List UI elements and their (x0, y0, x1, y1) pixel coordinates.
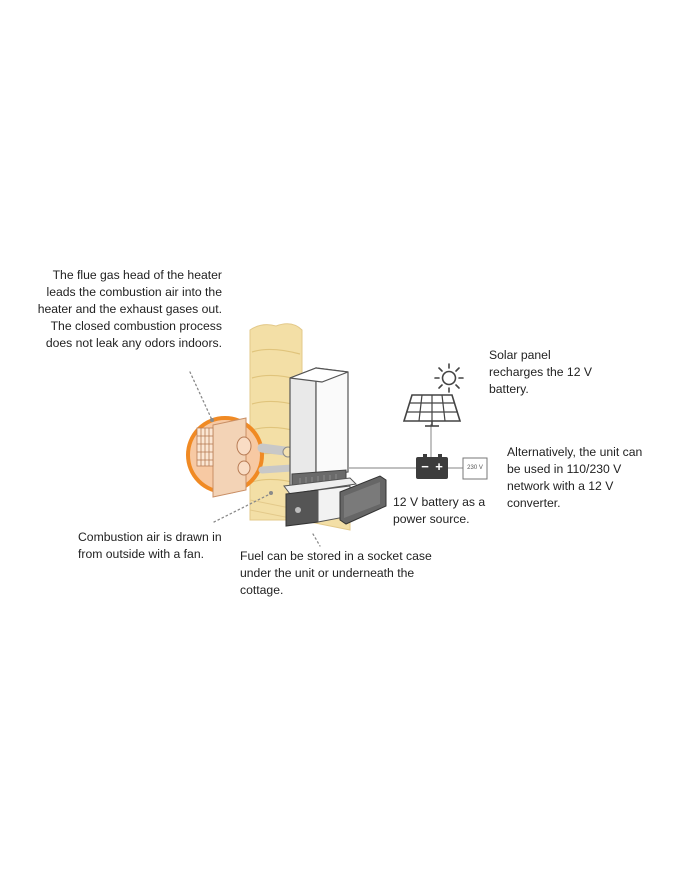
power-wiring (348, 424, 463, 469)
converter-label: 230 V (467, 465, 483, 471)
combustion-air-caption: Combustion air is drawn in from outside … (78, 529, 258, 563)
caption-line: battery. (489, 382, 529, 396)
caption-line: leads the combustion air into the (46, 285, 222, 299)
caption-line: 12 V battery as a (393, 495, 486, 509)
battery-icon (416, 454, 448, 479)
leader-lines (189, 371, 321, 547)
caption-line: does not leak any odors indoors. (45, 336, 222, 350)
heater-unit-illustration (283, 367, 358, 495)
caption-line: power source. (393, 512, 470, 526)
converter-caption: Alternatively, the unit can be used in 1… (507, 444, 667, 512)
flue-gas-head-highlight (186, 416, 264, 498)
caption-line: heater and the exhaust gases out. (37, 302, 222, 316)
caption-line: from outside with a fan. (78, 547, 204, 561)
caption-line: under the unit or underneath the (240, 566, 415, 580)
solar-panel-caption: Solar panel recharges the 12 V battery. (489, 347, 619, 398)
caption-line: network with a 12 V (507, 479, 614, 493)
caption-line: Fuel can be stored in a socket case (240, 549, 432, 563)
caption-line: converter. (507, 496, 561, 510)
caption-line: Alternatively, the unit can (507, 445, 643, 459)
sun-icon (434, 363, 464, 393)
caption-line: recharges the 12 V (489, 365, 592, 379)
battery-caption: 12 V battery as a power source. (393, 494, 503, 528)
fuel-storage-caption: Fuel can be stored in a socket case unde… (240, 548, 440, 599)
power-converter-icon (462, 457, 488, 480)
caption-line: The flue gas head of the heater (52, 268, 222, 282)
caption-line: be used in 110/230 V (507, 462, 622, 476)
fuel-socket-case-illustration (285, 475, 387, 527)
battery-plus-symbol: + (435, 459, 443, 474)
caption-line: The closed combustion process (50, 319, 222, 333)
battery-minus-symbol: − (421, 459, 429, 474)
flue-gas-head-caption: The flue gas head of the heater leads th… (20, 267, 222, 352)
caption-line: Combustion air is drawn in (78, 530, 222, 544)
caption-line: Solar panel (489, 348, 551, 362)
solar-panel-icon (402, 394, 462, 427)
caption-line: cottage. (240, 583, 284, 597)
